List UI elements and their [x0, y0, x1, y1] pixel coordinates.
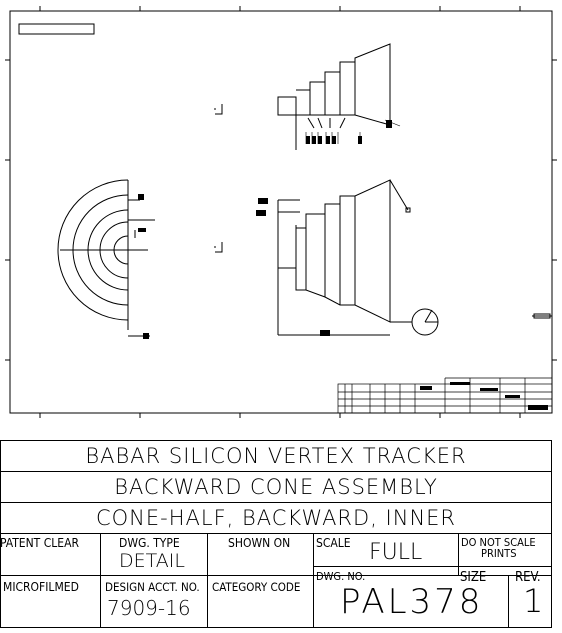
patent-clear-label: PATENT CLEAR: [0, 536, 79, 550]
patent-clear-cell: PATENT CLEAR: [0, 534, 101, 575]
dwg-type-cell: DWG. TYPE DETAIL: [101, 534, 208, 575]
cone-top-view: [277, 43, 391, 150]
rev-cell: REV. 1: [509, 570, 553, 627]
microfilmed-cell: MICROFILMED: [1, 576, 101, 627]
microfilmed-label: MICROFILMED: [3, 580, 79, 594]
end-view-half-circle: [57, 179, 155, 337]
category-code-label: CATEGORY CODE: [212, 580, 301, 594]
size-label: SIZE: [460, 570, 487, 585]
rev-label: REV.: [515, 570, 541, 585]
section-marker-mid: [214, 242, 223, 253]
right-edge-box: [533, 313, 551, 319]
do-not-scale-prints: PRINTS: [481, 547, 517, 560]
dwg-no-value: PAL378: [340, 582, 484, 622]
design-acct-cell: DESIGN ACCT. NO. 7909-16: [101, 576, 208, 627]
lower-info-divider: [313, 566, 552, 567]
sheet-border: [9, 10, 553, 414]
shown-on-cell: SHOWN ON: [208, 534, 314, 575]
title-row-3: CONE-HALF, BACKWARD, INNER: [1, 503, 551, 534]
info-row-upper: PATENT CLEAR DWG. TYPE DETAIL SHOWN ON S…: [0, 534, 553, 576]
dwg-no-cell: DWG. NO. SIZE PAL378: [314, 570, 509, 627]
scale-value: FULL: [369, 540, 423, 565]
dwg-no-label: DWG. NO.: [316, 570, 366, 583]
shown-on-label: SHOWN ON: [228, 536, 291, 550]
title-row-1: BABAR SILICON VERTEX TRACKER: [1, 441, 551, 472]
info-row-lower: MICROFILMED DESIGN ACCT. NO. 7909-16 CAT…: [1, 570, 553, 627]
parts-list-grid: [337, 377, 553, 414]
dwg-type-value: DETAIL: [119, 550, 185, 572]
stamp-box: [18, 23, 95, 35]
title-row-2: BACKWARD CONE ASSEMBLY: [1, 472, 551, 503]
rev-value: 1: [523, 582, 544, 620]
scale-cell: SCALE FULL: [314, 534, 459, 575]
category-code-cell: CATEGORY CODE: [208, 576, 314, 627]
scale-label: SCALE: [316, 536, 351, 550]
drawing-sheet: [5, 6, 557, 418]
do-not-scale-cell: DO NOT SCALE PRINTS: [459, 534, 553, 575]
zone-ticks: [5, 6, 557, 418]
dimension-marks: [138, 120, 548, 410]
cone-section-view: [277, 179, 439, 336]
design-acct-value: 7909-16: [107, 596, 191, 620]
title-block: BABAR SILICON VERTEX TRACKER BACKWARD CO…: [0, 440, 552, 628]
section-marker-top: [214, 104, 223, 115]
design-acct-label: DESIGN ACCT. NO.: [105, 580, 200, 594]
dwg-type-label: DWG. TYPE: [119, 536, 180, 550]
do-not-scale-label: DO NOT SCALE: [461, 536, 536, 549]
